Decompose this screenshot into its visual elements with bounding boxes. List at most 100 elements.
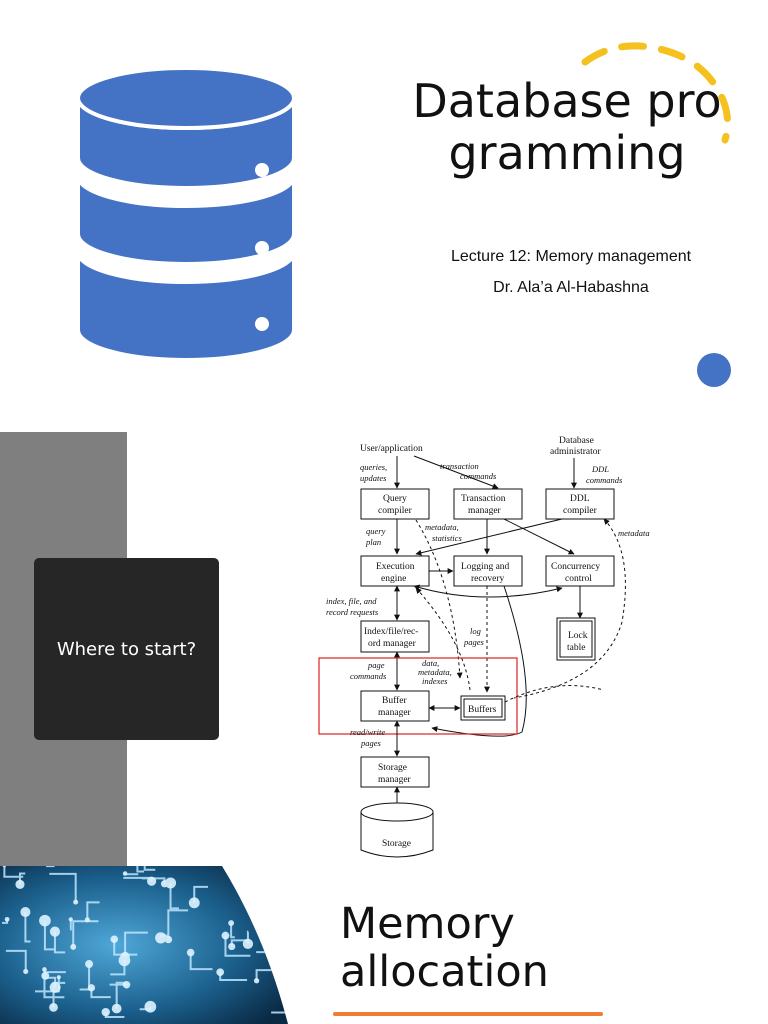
circuit-board-image bbox=[0, 866, 288, 1024]
circuit-trace bbox=[271, 1011, 288, 1024]
circuit-node bbox=[242, 938, 254, 949]
svg-text:index, file, and: index, file, and bbox=[326, 596, 377, 606]
label-queries: queries, bbox=[360, 462, 387, 472]
slide-title-memory-allocation: Memory allocation bbox=[340, 900, 549, 996]
svg-text:Storage: Storage bbox=[382, 839, 411, 849]
circuit-node bbox=[259, 913, 268, 921]
circuit-trace bbox=[189, 952, 213, 971]
storage-cylinder bbox=[360, 802, 434, 858]
circuit-trace bbox=[113, 939, 138, 956]
circuit-node bbox=[20, 907, 31, 918]
svg-text:Logging and: Logging and bbox=[461, 562, 510, 572]
svg-text:table: table bbox=[567, 643, 585, 653]
circuit-node bbox=[56, 975, 61, 980]
svg-text:Index/file/rec-: Index/file/rec- bbox=[364, 626, 418, 637]
title-slide: Database programming Lecture 12: Memory … bbox=[0, 0, 768, 432]
circuit-node bbox=[73, 899, 79, 905]
circuit-node bbox=[49, 926, 61, 937]
circuit-node bbox=[39, 914, 51, 927]
circuit-trace bbox=[224, 935, 251, 957]
circuit-node bbox=[42, 967, 47, 972]
circuit-node bbox=[253, 978, 260, 984]
label-ddl-commands: DDL bbox=[591, 464, 609, 474]
svg-text:plan: plan bbox=[365, 537, 381, 547]
svg-text:Transaction: Transaction bbox=[461, 494, 506, 504]
svg-text:Concurrency: Concurrency bbox=[551, 562, 600, 572]
circuit-node bbox=[188, 897, 200, 909]
svg-text:Buffers: Buffers bbox=[468, 704, 497, 715]
circuit-node bbox=[280, 954, 288, 966]
title-underline bbox=[333, 1012, 603, 1016]
circuit-trace bbox=[169, 882, 179, 910]
circuit-trace bbox=[24, 912, 31, 943]
svg-text:Query: Query bbox=[383, 494, 407, 504]
svg-text:DDL: DDL bbox=[570, 494, 590, 504]
circuit-node bbox=[221, 931, 230, 940]
database-layers bbox=[76, 66, 296, 362]
circuit-node bbox=[2, 866, 7, 868]
label-transaction-commands: transaction bbox=[440, 461, 479, 471]
circuit-node bbox=[15, 879, 25, 889]
svg-text:recovery: recovery bbox=[471, 574, 504, 584]
circuit-node bbox=[155, 932, 167, 944]
circuit-node bbox=[122, 980, 131, 989]
circuit-node bbox=[49, 1002, 58, 1012]
where-to-start-slide: Where to start? User/application Databas… bbox=[0, 432, 768, 866]
svg-text:manager: manager bbox=[468, 506, 502, 516]
svg-text:read/write: read/write bbox=[350, 727, 385, 737]
box-query-compiler bbox=[360, 488, 430, 520]
circuit-node bbox=[41, 971, 50, 980]
svg-text:query: query bbox=[366, 526, 386, 536]
circuit-trace bbox=[115, 981, 127, 1009]
circuit-node bbox=[147, 876, 157, 886]
circuit-trace bbox=[143, 866, 156, 871]
circuit-trace bbox=[72, 920, 99, 947]
box-lock-table bbox=[556, 617, 596, 661]
circuit-node bbox=[4, 916, 10, 922]
svg-text:statistics: statistics bbox=[432, 533, 462, 543]
svg-text:pages: pages bbox=[463, 637, 485, 647]
circuit-node bbox=[49, 981, 61, 993]
svg-text:engine: engine bbox=[381, 574, 406, 584]
circuit-trace bbox=[124, 931, 148, 957]
card-text: Where to start? bbox=[56, 638, 197, 660]
svg-text:metadata,: metadata, bbox=[418, 667, 452, 677]
box-transaction-manager bbox=[453, 488, 523, 520]
svg-text:Buffer: Buffer bbox=[382, 695, 407, 706]
dbms-architecture-diagram: User/application Database administrator … bbox=[318, 436, 650, 858]
presentation-title: Database programming bbox=[412, 74, 722, 180]
circuit-node bbox=[84, 917, 90, 923]
memory-allocation-slide: Memory allocation bbox=[0, 866, 768, 1024]
circuit-trace bbox=[86, 901, 100, 920]
circuit-node bbox=[70, 943, 77, 950]
box-buffers bbox=[460, 695, 506, 721]
label-transaction-commands-2: commands bbox=[460, 471, 497, 481]
circuit-node bbox=[23, 968, 29, 975]
circuit-trace bbox=[43, 920, 57, 951]
svg-text:data,: data, bbox=[422, 658, 439, 668]
circuit-node bbox=[216, 968, 225, 977]
svg-text:compiler: compiler bbox=[563, 506, 598, 516]
label-updates: updates bbox=[360, 473, 387, 483]
database-icon bbox=[76, 66, 296, 362]
svg-text:manager: manager bbox=[378, 708, 412, 718]
circuit-node bbox=[122, 871, 128, 876]
svg-text:manager: manager bbox=[378, 775, 412, 785]
svg-text:metadata,: metadata, bbox=[425, 522, 459, 532]
circuit-node bbox=[186, 948, 195, 957]
circuit-node bbox=[120, 951, 130, 962]
circuit-node bbox=[164, 935, 173, 944]
circuit-trace bbox=[255, 969, 278, 981]
svg-text:ord manager: ord manager bbox=[368, 639, 417, 649]
svg-text:Lock: Lock bbox=[568, 631, 588, 641]
lecture-subtitle: Lecture 12: Memory management bbox=[450, 248, 692, 265]
circuit-trace bbox=[5, 949, 27, 972]
svg-text:commands: commands bbox=[350, 671, 387, 681]
circuit-trace bbox=[277, 937, 288, 944]
title-line-2: allocation bbox=[340, 947, 549, 997]
label-database-admin-2: administrator bbox=[550, 447, 601, 457]
circuit-trace bbox=[167, 909, 189, 940]
circuit-node bbox=[228, 942, 236, 951]
svg-text:control: control bbox=[565, 574, 592, 584]
label-user-application: User/application bbox=[360, 444, 423, 454]
